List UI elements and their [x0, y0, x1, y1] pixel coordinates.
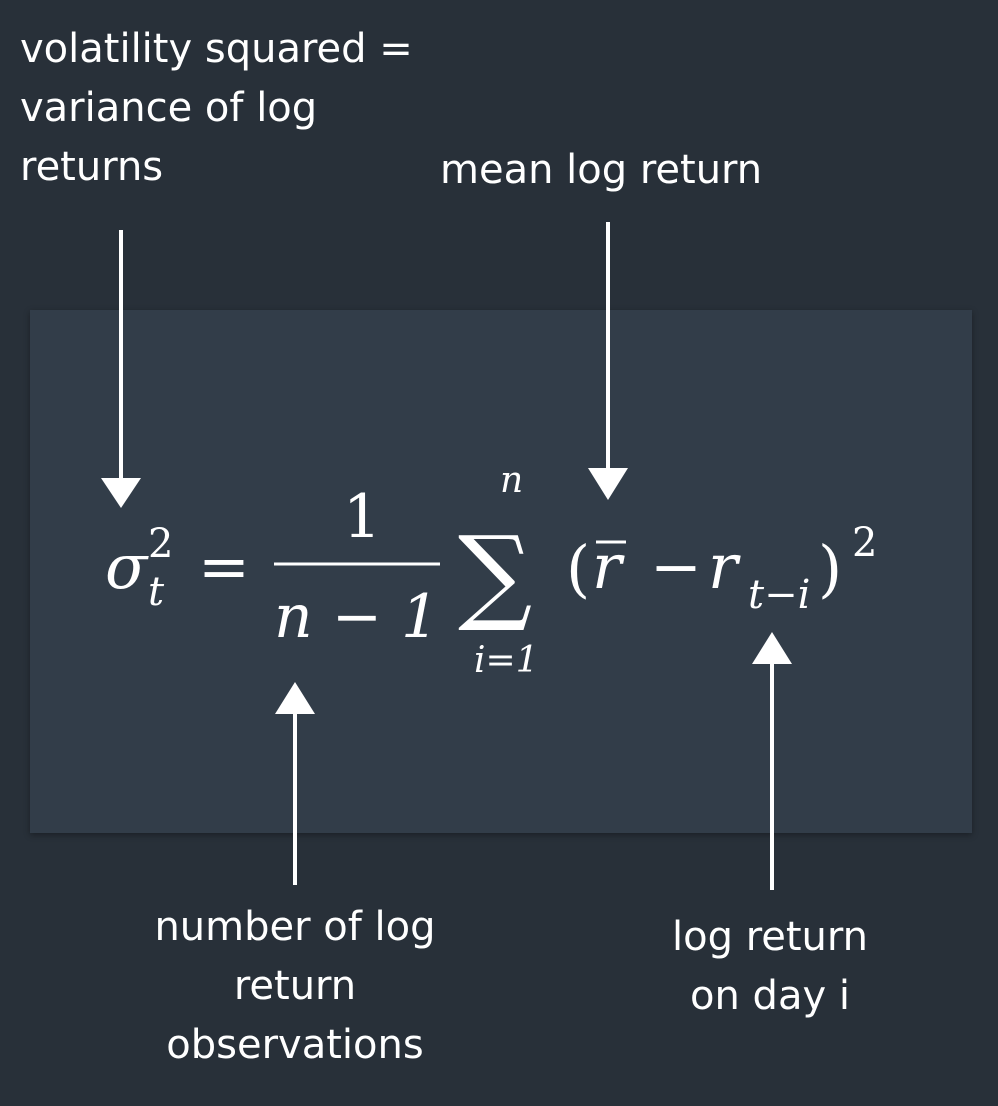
sigma-symbol: σ [105, 530, 149, 603]
sigma-subscript: t [148, 569, 165, 615]
annotation-log-return-day: log return on day i [672, 914, 868, 1019]
close-paren: ) [818, 532, 842, 605]
open-paren: ( [566, 532, 590, 605]
r-subscript: t−i [748, 572, 810, 618]
arrow-volatility [101, 230, 141, 508]
equals-sign: = [198, 530, 250, 603]
minus-sign: − [650, 530, 702, 603]
arrow-number-of-observations [275, 682, 315, 885]
annotation-volatility: volatility squared = variance of log ret… [20, 26, 413, 190]
arrow-log-return-day [752, 632, 792, 890]
volatility-formula: σ 2 t = 1 n − 1 n ∑ i=1 ( r − r t−i ) 2 [105, 460, 877, 681]
r-bar-symbol: r [592, 530, 625, 603]
annotation-number-of-observations: number of log return observations [154, 904, 436, 1068]
fraction-denominator: n − 1 [274, 582, 439, 652]
sum-symbol: ∑ [458, 513, 532, 635]
fraction-numerator: 1 [343, 482, 381, 552]
sum-upper-limit: n [500, 460, 523, 501]
outer-superscript: 2 [852, 520, 877, 566]
r-symbol: r [708, 530, 741, 603]
arrow-mean [588, 222, 628, 500]
sum-lower-limit: i=1 [474, 640, 539, 681]
annotation-mean-log-return: mean log return [440, 147, 763, 193]
sigma-superscript: 2 [148, 521, 173, 567]
formula-panel [30, 310, 972, 833]
